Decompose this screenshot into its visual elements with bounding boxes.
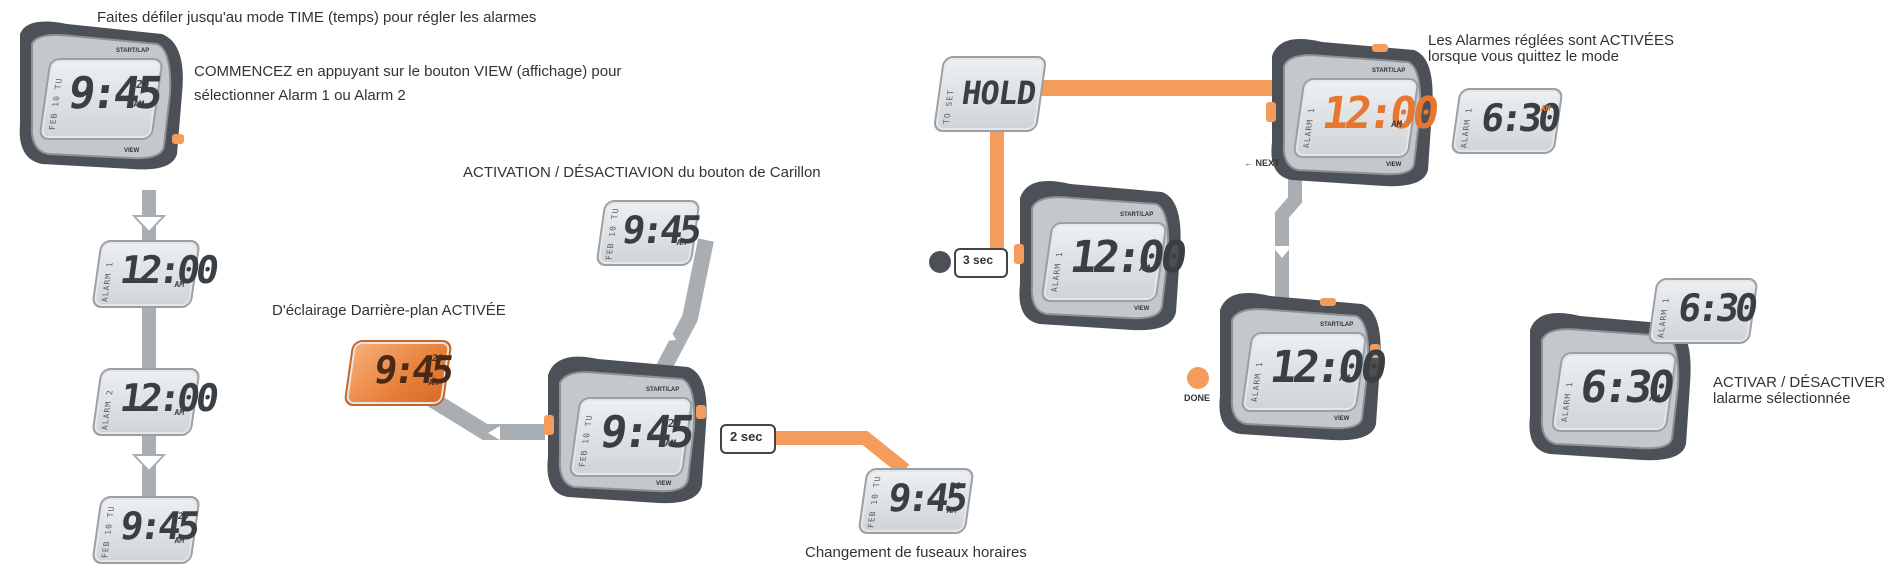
caption-toggle-alarm-2: lalarme sélectionnée	[1713, 390, 1851, 407]
caption-chime: ACTIVATION / DÉSACTIAVION du bouton de C…	[463, 164, 821, 181]
lcd-am: AM	[1338, 374, 1351, 384]
lcd-time: 9:45	[117, 504, 200, 548]
three-sec-label: 3 sec	[963, 253, 994, 267]
lcd-am: AM	[1648, 394, 1661, 404]
lcd-time: 6:30	[1478, 96, 1561, 140]
caption-start-view: COMMENCEZ en appuyant sur le bouton VIEW…	[194, 63, 622, 80]
lcd-am: AM	[428, 378, 439, 387]
watch-set-alarm: 12:00 AM ALARM 1 START/LAP VIEW	[1010, 170, 1188, 340]
lcd-alarm-label: ALARM 1	[1559, 381, 1575, 422]
lcd-alarm-630-bottom: 6:30 ALARM 1	[1647, 278, 1759, 344]
lcd-date: FEB 10 TU	[100, 505, 117, 558]
caption-toggle-alarm: ACTIVAR / DÉSACTIVER	[1713, 374, 1886, 391]
lcd-alarm-label: ALARM 1	[1049, 251, 1065, 292]
lcd-time: 6:30	[1577, 362, 1675, 413]
lcd-screen: 12:00 AM ALARM 1	[1040, 222, 1187, 302]
lcd-alarm-label: ALARM 1	[1656, 297, 1671, 338]
watch-center: 9:45 20 AM FEB 10 TU START/LAP VIEW	[538, 345, 713, 510]
lcd-alarm1: 12:00 AM ALARM 1	[91, 240, 218, 308]
lcd-seconds: 20	[666, 417, 683, 430]
lcd-alarm-label: ALARM 1	[1459, 107, 1474, 148]
caption-backlight: D'éclairage Darrière-plan ACTIVÉE	[272, 302, 506, 319]
lcd-am: AM	[676, 238, 687, 247]
lcd-alarm-label: ALARM 2	[100, 389, 115, 430]
done-label: DONE	[1184, 393, 1211, 403]
lcd-time: 6:30	[1675, 286, 1758, 330]
start-lap-label: START/LAP	[1372, 68, 1406, 74]
lcd-screen: 6:30 AM ALARM 1	[1550, 352, 1678, 432]
lcd-time-return: 9:45 20 AM FEB 10 TU	[91, 496, 201, 564]
caption-scroll-time: Faites défiler jusqu'au mode TIME (temps…	[97, 9, 537, 26]
lcd-chime: 9:45 AM FEB 10 TU	[595, 200, 702, 266]
caption-start-view-2: sélectionner Alarm 1 ou Alarm 2	[194, 87, 406, 104]
lcd-alarm-label: ALARM 1	[1301, 107, 1317, 148]
lcd-timezone: 9:45 20 AM FEB 10 TU	[857, 468, 975, 534]
lcd-date: FEB 10 TU	[577, 414, 595, 467]
watch-alarm-630: 6:30 AM ALARM 1	[1520, 302, 1698, 467]
lcd-date: FEB 10 TU	[47, 77, 65, 130]
lcd-hold-text: HOLD	[959, 74, 1038, 112]
lcd-seconds: 20	[135, 78, 151, 91]
lcd-date: FEB 10 TU	[866, 475, 883, 528]
next-label: ← NEXT	[1244, 158, 1280, 168]
view-label: VIEW	[1334, 416, 1350, 422]
lcd-seconds: 20	[177, 512, 190, 522]
lcd-time: 9:45	[65, 68, 163, 119]
lcd-time: 12:00	[1319, 88, 1439, 139]
lcd-am: AM	[173, 408, 185, 417]
lcd-time: 9:45	[619, 208, 702, 252]
start-lap-label: START/LAP	[646, 387, 680, 393]
lcd-am: AM	[1138, 264, 1151, 274]
lcd-alarm-630-top: 6:30 AM ALARM 1	[1450, 88, 1564, 154]
lcd-alarm-label: ALARM 1	[1249, 361, 1265, 402]
lcd-seconds: 20	[949, 482, 962, 492]
three-sec-badge	[954, 248, 1008, 278]
lcd-screen: 12:00 AM ALARM 1	[1240, 332, 1387, 412]
lcd-screen: 12:00 AM ALARM 1	[1292, 78, 1439, 158]
lcd-screen: 9:45 20 AM FEB 10 TU	[568, 397, 695, 477]
start-lap-label: START/LAP	[1120, 212, 1154, 218]
lcd-am: AM	[173, 536, 185, 545]
start-lap-label: START/LAP	[116, 48, 150, 54]
lcd-am: AM	[664, 439, 677, 449]
start-lap-label: START/LAP	[1320, 322, 1354, 328]
view-label: VIEW	[124, 148, 140, 154]
caption-alarms-active-2: lorsque vous quittez le mode	[1428, 48, 1619, 65]
view-label: VIEW	[1134, 306, 1150, 312]
lcd-time: 12:00	[117, 248, 219, 292]
lcd-am: AM	[173, 280, 185, 289]
watch-edit-minutes: 12:00 AM ALARM 1 START/LAP VIEW	[1210, 282, 1388, 447]
lcd-am: AM	[132, 100, 145, 110]
lcd-time: 12:00	[117, 376, 219, 420]
watch-time-mode: 9:45 20 AM FEB 10 TU START/LAP VIEW	[12, 14, 187, 174]
lcd-am: AM	[946, 506, 957, 515]
lcd-screen: 9:45 20 AM FEB 10 TU	[38, 58, 164, 140]
view-label: VIEW	[656, 481, 672, 487]
watch-edit-hours: 12:00 AM ALARM 1 START/LAP VIEW	[1262, 28, 1440, 193]
caption-timezone: Changement de fuseaux horaires	[805, 544, 1027, 561]
two-sec-label: 2 sec	[730, 429, 763, 444]
lcd-am: AM	[1540, 104, 1552, 113]
lcd-time: 9:45	[597, 407, 695, 458]
lcd-hold: HOLD TO SET	[932, 56, 1048, 132]
lcd-backlight: 9:45 20 AM	[343, 340, 453, 406]
lcd-am: AM	[1390, 120, 1403, 130]
caption-alarms-active: Les Alarmes réglées sont ACTIVÉES	[1428, 32, 1674, 49]
view-label: VIEW	[1386, 162, 1402, 168]
lcd-time: 12:00	[1267, 342, 1387, 393]
lcd-to-set: TO SET	[941, 89, 956, 124]
lcd-alarm-label: ALARM 1	[100, 261, 115, 302]
two-sec-badge	[720, 424, 776, 454]
lcd-alarm2: 12:00 AM ALARM 2	[91, 368, 218, 436]
lcd-time: 12:00	[1067, 232, 1187, 283]
lcd-seconds: 20	[431, 354, 444, 364]
